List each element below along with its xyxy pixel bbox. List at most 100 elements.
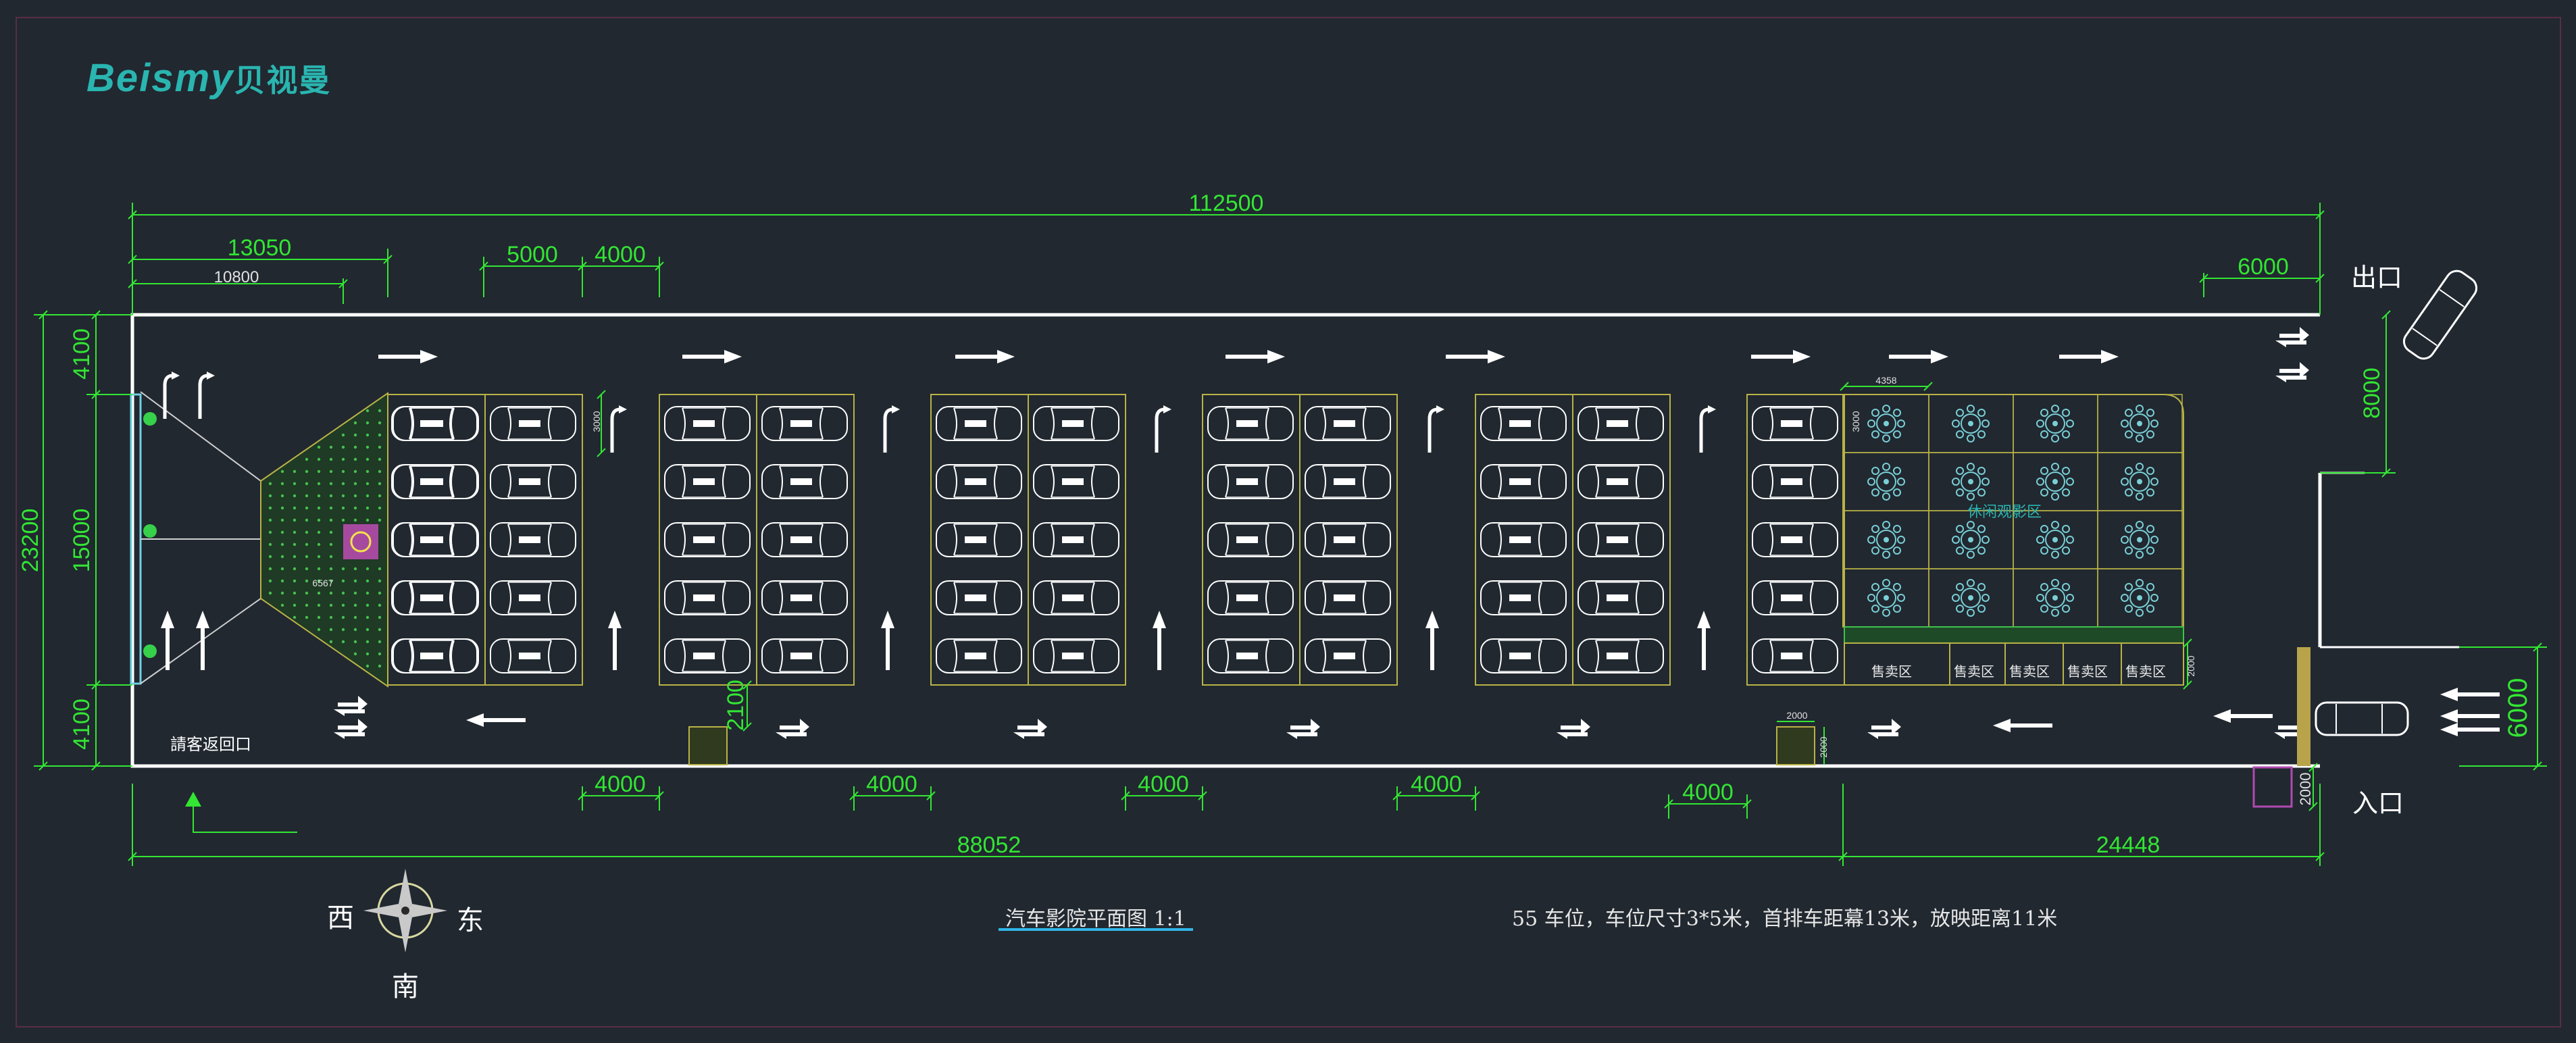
parked-car — [391, 580, 478, 615]
arrow-right — [1446, 350, 1505, 363]
parked-car — [761, 580, 848, 615]
parked-car — [1207, 580, 1294, 615]
dim-box-width: 2000 — [1786, 710, 1807, 721]
lounge-table — [1867, 521, 1905, 559]
arrow-lane-change — [776, 719, 809, 739]
arrow-lane-change — [2275, 362, 2309, 382]
parked-car — [490, 406, 576, 441]
arrow-left — [2440, 723, 2500, 736]
arrow-left — [2440, 709, 2500, 723]
arrow-turn — [1430, 405, 1444, 453]
arrow-turn — [1157, 405, 1171, 453]
parked-car — [1752, 464, 1838, 499]
parked-car — [1752, 580, 1838, 615]
parked-car — [1480, 522, 1567, 557]
dimension-lines — [34, 203, 2547, 866]
parked-car — [391, 406, 478, 441]
dim-east-spot-width: 3000 — [1850, 411, 1861, 432]
dim-total-width: 23200 — [18, 509, 43, 573]
dim-lane-bottom-4: 4000 — [1411, 771, 1462, 797]
parked-car — [391, 638, 478, 673]
lounge-table — [2036, 463, 2074, 501]
notice-label: 請客返回口 — [170, 735, 251, 754]
parked-car — [1305, 580, 1391, 615]
dim-west-mid: 15000 — [69, 509, 95, 573]
parked-car — [1752, 406, 1838, 441]
lounge-table — [1867, 463, 1905, 501]
parked-car — [490, 464, 576, 499]
parked-car — [936, 638, 1022, 673]
parked-car — [1207, 638, 1294, 673]
east-label: 东 — [457, 905, 484, 936]
dim-kiosk-height: 2000 — [2186, 655, 2196, 676]
parked-car — [1207, 464, 1294, 499]
dim-lane-bottom-1: 4000 — [595, 771, 646, 797]
parked-car — [761, 406, 848, 441]
kiosk-label: 售卖区 — [2067, 663, 2108, 680]
arrow-lane-change — [1557, 719, 1590, 739]
dim-box-height: 2000 — [1818, 736, 1829, 757]
arrow-left — [2440, 688, 2500, 701]
arrow-turn — [612, 405, 627, 453]
dim-lane-bottom-2: 4000 — [866, 771, 917, 797]
arrow-turn — [1701, 405, 1716, 453]
leisure-zone-label: 休闲观影区 — [1967, 504, 2042, 521]
lounge-table — [1952, 405, 1990, 442]
arrow-up — [608, 611, 622, 670]
dim-west-bottom: 4100 — [69, 698, 95, 750]
lounge-table — [1867, 405, 1905, 442]
parked-car — [1033, 580, 1119, 615]
lounge-table — [2036, 579, 2074, 617]
south-label: 南 — [392, 971, 419, 1002]
parked-car — [490, 580, 576, 615]
arrow-lane-change — [1286, 719, 1320, 739]
parked-car — [664, 580, 751, 615]
pillars — [688, 647, 2310, 808]
arrow-left — [2213, 709, 2273, 723]
leisure-zone — [1842, 394, 2184, 686]
arrow-up — [1153, 611, 1166, 670]
start-marker — [185, 792, 297, 833]
parked-car — [1480, 406, 1567, 441]
drawing-title: 汽车影院平面图 1:1 — [1005, 907, 1186, 931]
lounge-table — [2121, 579, 2158, 617]
parked-car — [664, 464, 751, 499]
lounge-table — [1867, 579, 1905, 617]
parking-blocks — [387, 394, 1845, 686]
lounge-table — [2036, 521, 2074, 559]
lounge-table — [2121, 521, 2158, 559]
lounge-table — [1952, 463, 1990, 501]
dim-west-top: 4100 — [69, 328, 95, 380]
arrow-right — [682, 350, 742, 363]
parked-car — [664, 638, 751, 673]
dim-exit-width: 6000 — [2238, 254, 2289, 280]
arrow-up — [1425, 611, 1439, 670]
kiosk-label: 售卖区 — [1954, 663, 1994, 680]
parked-car — [664, 406, 751, 441]
dim-screen-gap: 6567 — [312, 578, 333, 588]
parked-car — [1577, 406, 1664, 441]
arrow-right — [378, 350, 438, 363]
dim-booth-height: 2000 — [2297, 773, 2314, 806]
arrow-turn — [885, 405, 900, 453]
dim-spot-row: 5000 — [507, 242, 558, 268]
arrow-right — [1226, 350, 1285, 363]
arrow-right — [1751, 350, 1811, 363]
parked-car — [1577, 464, 1664, 499]
parked-car — [761, 638, 848, 673]
parked-car — [490, 522, 576, 557]
dim-spot-width: 3000 — [591, 411, 602, 432]
parked-car — [1207, 522, 1294, 557]
dim-top-left-a: 13050 — [228, 235, 292, 261]
arrow-left — [1993, 719, 2052, 732]
arrow-lane-change — [2275, 327, 2309, 347]
arrow-up — [881, 611, 894, 670]
title-underline — [999, 928, 1193, 931]
kiosk-label: 售卖区 — [1871, 663, 1912, 680]
parked-car — [1480, 580, 1567, 615]
exit-car — [2402, 270, 2478, 360]
parked-car — [1480, 464, 1567, 499]
arrow-right — [955, 350, 1015, 363]
